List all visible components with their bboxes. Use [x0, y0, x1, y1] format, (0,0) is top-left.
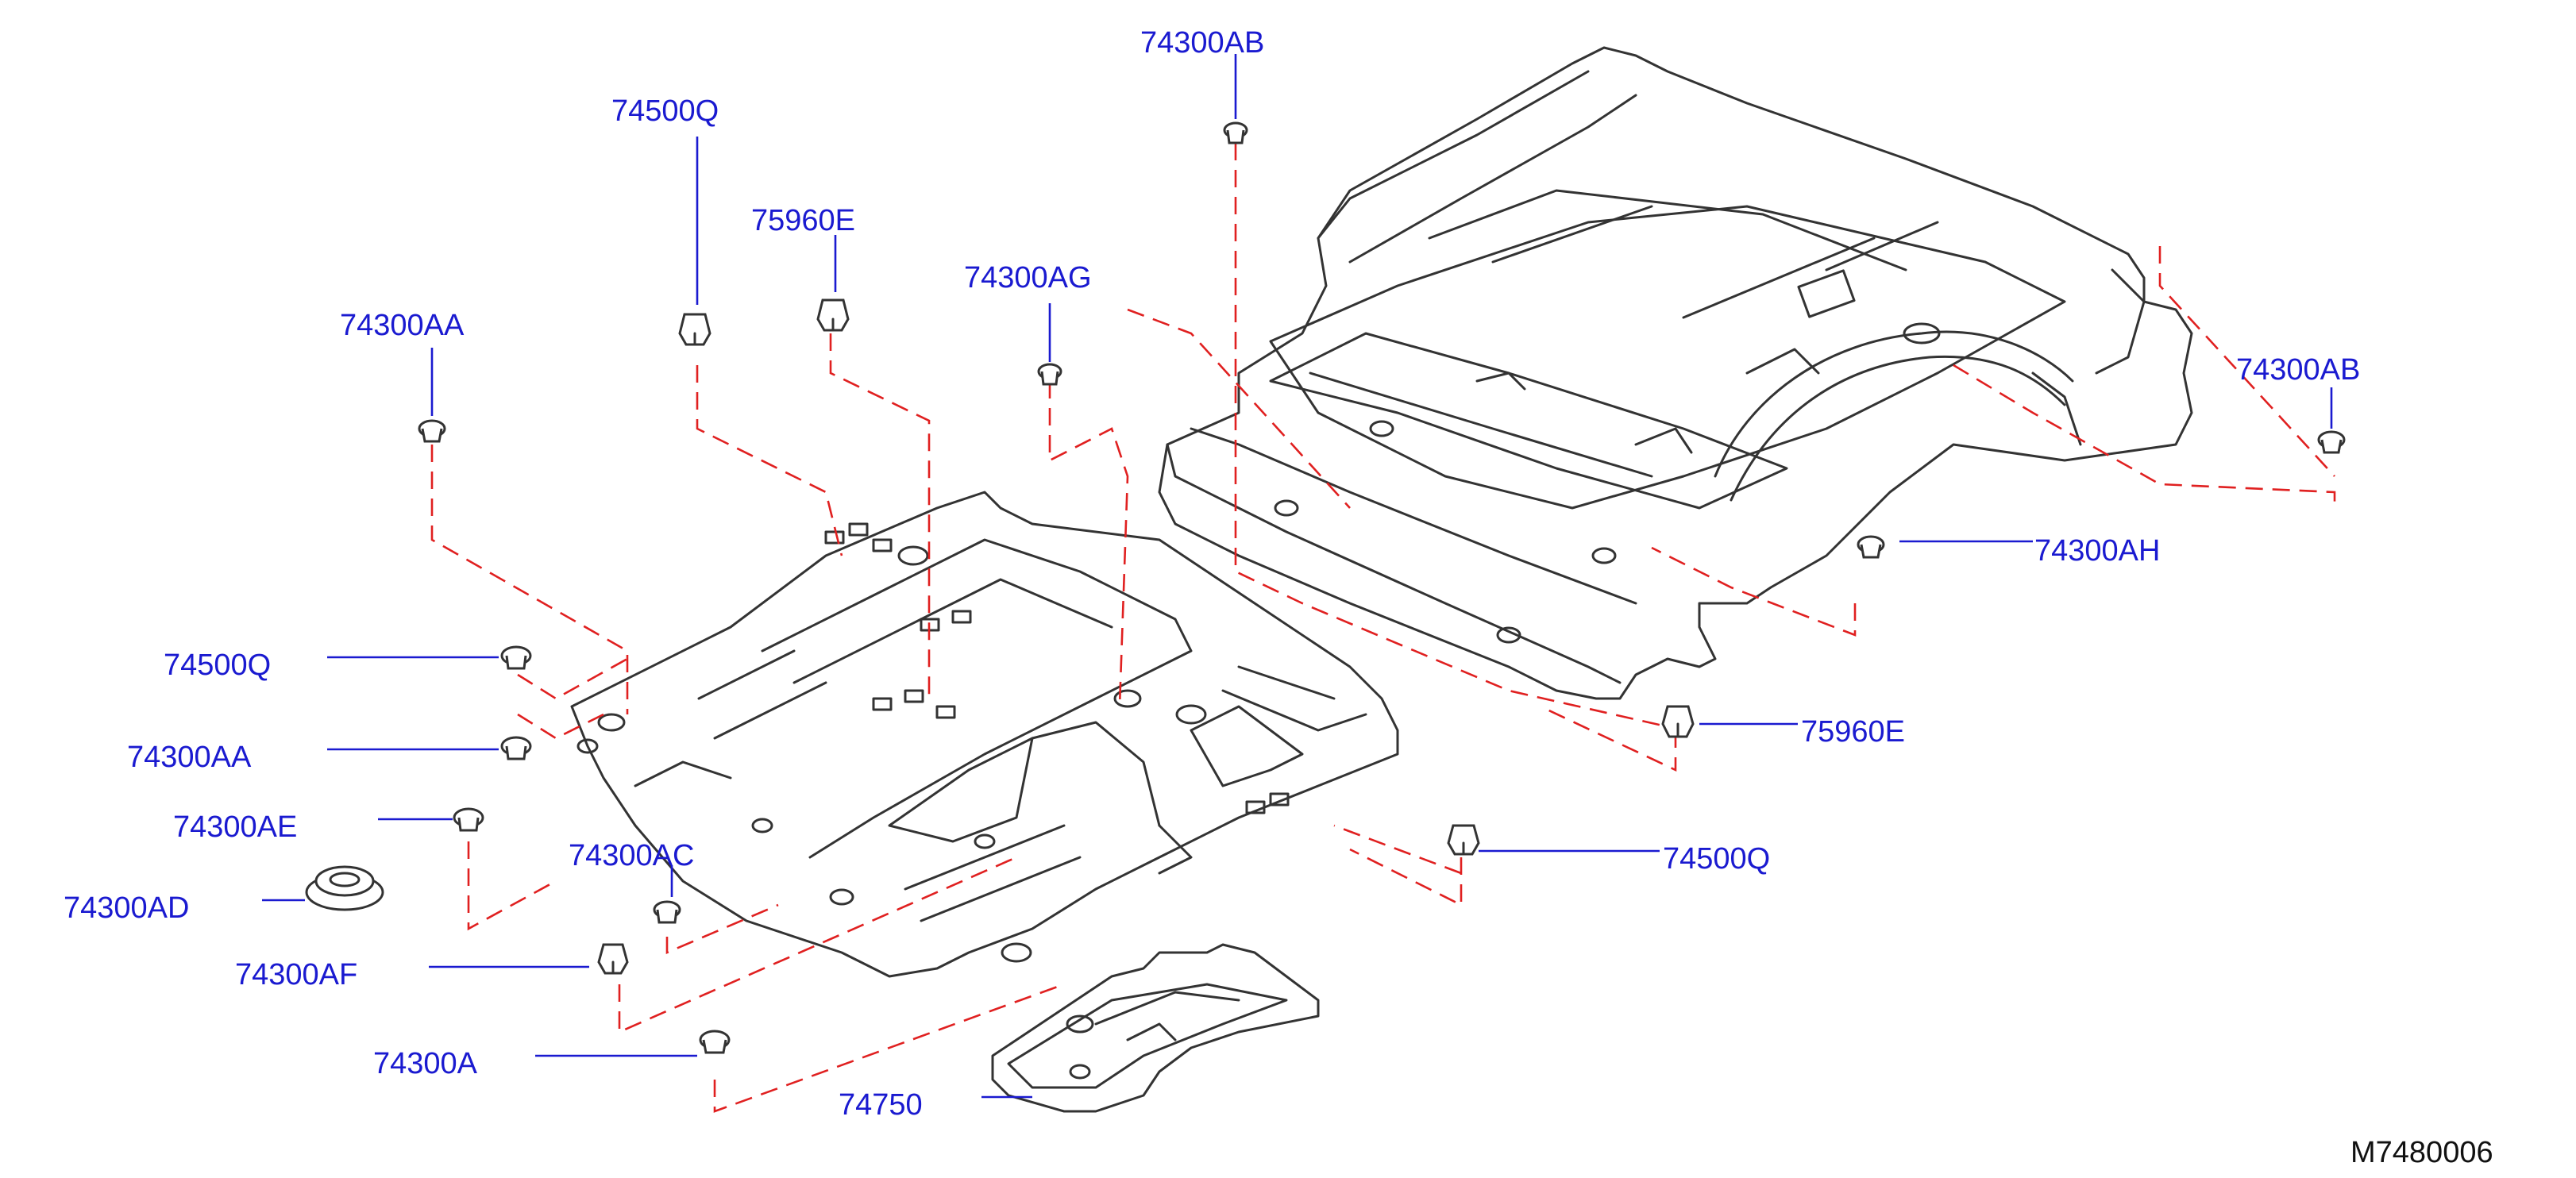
assembly-guide-lines [430, 143, 2336, 1113]
callout-75960e-top: 75960E [751, 204, 855, 237]
grommet-plug-icon [653, 900, 681, 924]
callout-74300aa-left: 74300AA [127, 741, 252, 774]
push-clip-icon [597, 943, 629, 975]
grommet-plug-icon [1223, 121, 1248, 144]
callout-74300af: 74300AF [235, 958, 357, 991]
callout-74300ab-right: 74300AB [2236, 353, 2360, 387]
grommet-plug-icon [2317, 430, 2346, 454]
push-clip-icon [1447, 824, 1480, 856]
push-clip-icon [1661, 705, 1695, 738]
grommet-plug-icon [699, 1030, 731, 1054]
callout-74300ad: 74300AD [64, 891, 189, 925]
callout-74300aa-top: 74300AA [340, 309, 465, 342]
callout-75960e-right: 75960E [1801, 715, 1905, 749]
callout-74500q-left: 74500Q [164, 649, 271, 682]
front-floor-panel [570, 491, 1399, 978]
fasteners [305, 121, 2346, 1054]
callout-74300ab-top: 74300AB [1140, 26, 1264, 60]
callout-74750: 74750 [839, 1088, 923, 1122]
callout-74300ae: 74300AE [173, 810, 297, 844]
callout-labels: 74300AB 74500Q 75960E 74300AG 74300AA 74… [64, 26, 2360, 1122]
diagram-reference-code: M7480006 [2350, 1136, 2493, 1169]
push-clip-icon [678, 313, 711, 346]
callout-74300ah: 74300AH [2034, 534, 2160, 568]
leader-lines [262, 54, 2333, 1099]
large-grommet-icon [305, 865, 384, 911]
grommet-plug-icon [500, 736, 532, 760]
callout-74500q-top: 74500Q [611, 94, 719, 128]
callout-74300ag: 74300AG [964, 261, 1092, 294]
floor-under-cover [991, 943, 1320, 1113]
callout-74300ac: 74300AC [569, 839, 694, 872]
grommet-plug-icon [418, 419, 446, 443]
grommet-plug-icon [1857, 535, 1885, 559]
grommet-plug-icon [500, 645, 532, 670]
callout-74300a: 74300A [373, 1047, 478, 1080]
grommet-plug-icon [1037, 363, 1062, 386]
push-clip-icon [816, 298, 850, 332]
grommet-plug-icon [453, 807, 484, 832]
rear-floor-panel [1158, 46, 2193, 700]
callout-74500q-right: 74500Q [1663, 842, 1770, 876]
